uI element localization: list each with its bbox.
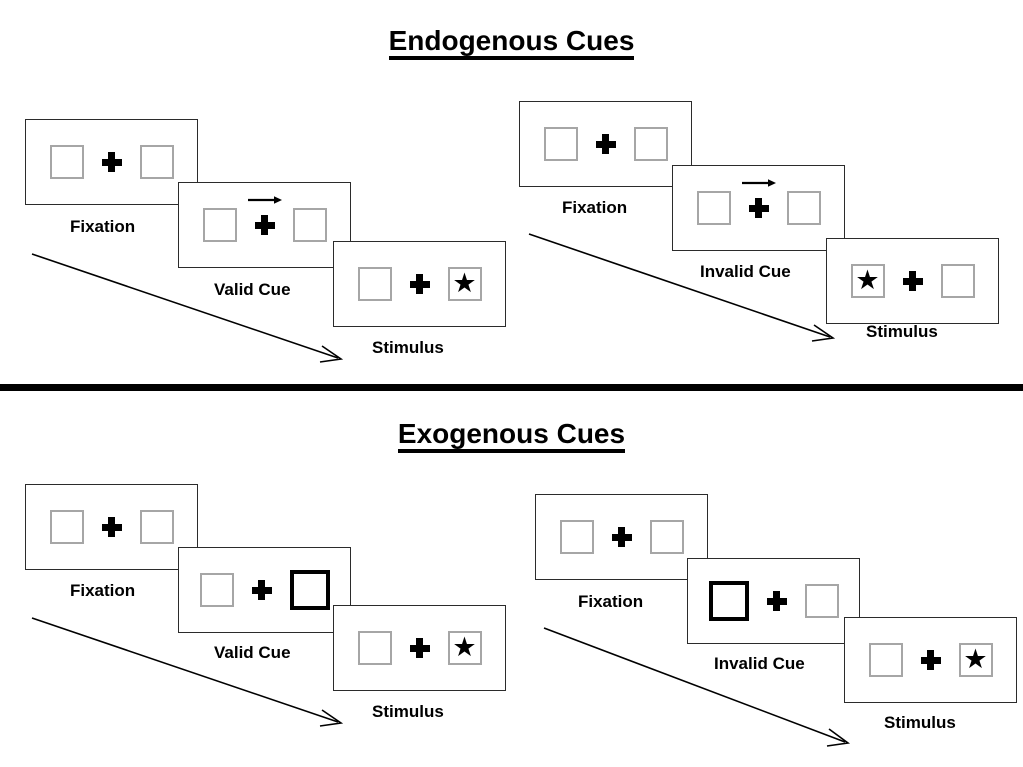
placeholder-box-right — [804, 584, 839, 618]
section-title-endogenous-text: Endogenous Cues — [388, 26, 635, 61]
display-exogenous-valid-fixation — [49, 510, 174, 544]
stage-label-endogenous-invalid-fixation: Fixation — [562, 198, 628, 217]
display-endogenous-valid-cue — [202, 196, 327, 242]
frame-endogenous-valid-stimulus: ★ — [333, 241, 506, 327]
fixation-cross-icon — [409, 274, 430, 294]
section-title-exogenous: Exogenous Cues — [0, 418, 1023, 454]
target-box-right: ★ — [447, 631, 482, 665]
frame-exogenous-valid-fixation — [25, 484, 198, 570]
placeholder-box-left — [868, 643, 903, 677]
display-exogenous-valid-stimulus: ★ — [357, 631, 482, 665]
display-endogenous-invalid-cue — [696, 179, 821, 225]
stage-label-endogenous-valid-fixation: Fixation — [70, 217, 136, 236]
display-exogenous-invalid-cue — [708, 581, 839, 621]
stage-label-exogenous-invalid-fixation: Fixation — [578, 592, 644, 611]
stage-label-exogenous-invalid-stimulus: Stimulus — [884, 713, 956, 732]
fixation-cross-icon — [766, 591, 787, 611]
placeholder-box-left — [696, 191, 731, 225]
stage-label-exogenous-invalid-cue: Invalid Cue — [714, 654, 805, 673]
placeholder-box-left — [49, 510, 84, 544]
placeholder-box-right — [649, 520, 684, 554]
display-endogenous-invalid-stimulus: ★ — [850, 264, 975, 298]
placeholder-box-left — [199, 573, 234, 607]
placeholder-box-left — [357, 267, 392, 301]
target-box-left: ★ — [850, 264, 885, 298]
frame-endogenous-valid-cue — [178, 182, 351, 268]
stage-label-exogenous-valid-stimulus: Stimulus — [372, 702, 444, 721]
stage-label-endogenous-valid-cue: Valid Cue — [214, 280, 291, 299]
frame-endogenous-valid-fixation — [25, 119, 198, 205]
arrow-right-icon — [741, 178, 776, 188]
fixation-cross-icon — [611, 527, 632, 547]
target-box-right: ★ — [958, 643, 993, 677]
frame-exogenous-invalid-cue — [687, 558, 860, 644]
placeholder-box-right — [139, 510, 174, 544]
section-title-exogenous-text: Exogenous Cues — [397, 419, 626, 454]
frame-exogenous-invalid-stimulus: ★ — [844, 617, 1017, 703]
placeholder-box-right — [633, 127, 668, 161]
star-icon: ★ — [855, 264, 880, 295]
fixation-cross-icon — [902, 271, 923, 291]
display-endogenous-valid-fixation — [49, 145, 174, 179]
stage-label-endogenous-valid-stimulus: Stimulus — [372, 338, 444, 357]
section-title-endogenous: Endogenous Cues — [0, 25, 1023, 61]
arrow-right-icon — [247, 195, 282, 205]
placeholder-box-left — [543, 127, 578, 161]
placeholder-box-right — [940, 264, 975, 298]
frame-endogenous-invalid-fixation — [519, 101, 692, 187]
cue-highlight-box-right — [289, 570, 330, 610]
placeholder-box-right — [292, 208, 327, 242]
stage-label-endogenous-invalid-cue: Invalid Cue — [700, 262, 791, 281]
fixation-cross-icon — [595, 134, 616, 154]
fixation-cross-icon — [101, 152, 122, 172]
placeholder-box-right — [786, 191, 821, 225]
stage-label-endogenous-invalid-stimulus: Stimulus — [866, 322, 938, 341]
display-endogenous-valid-stimulus: ★ — [357, 267, 482, 301]
frame-endogenous-invalid-stimulus: ★ — [826, 238, 999, 324]
stage-label-exogenous-valid-cue: Valid Cue — [214, 643, 291, 662]
fixation-cross-icon — [247, 196, 282, 235]
frame-exogenous-valid-stimulus: ★ — [333, 605, 506, 691]
placeholder-box-left — [357, 631, 392, 665]
display-exogenous-invalid-stimulus: ★ — [868, 643, 993, 677]
fixation-cross-icon — [251, 580, 272, 600]
time-flow-arrow-endogenous-valid — [28, 250, 353, 370]
star-icon: ★ — [452, 631, 477, 662]
cue-highlight-box-left — [708, 581, 749, 621]
frame-exogenous-valid-cue — [178, 547, 351, 633]
fixation-cross-icon — [101, 517, 122, 537]
star-icon: ★ — [452, 267, 477, 298]
section-divider — [0, 384, 1023, 391]
display-exogenous-invalid-fixation — [559, 520, 684, 554]
fixation-cross-icon — [741, 179, 776, 218]
placeholder-box-right — [139, 145, 174, 179]
frame-endogenous-invalid-cue — [672, 165, 845, 251]
frame-exogenous-invalid-fixation — [535, 494, 708, 580]
placeholder-box-left — [49, 145, 84, 179]
fixation-cross-icon — [920, 650, 941, 670]
placeholder-box-left — [559, 520, 594, 554]
placeholder-box-left — [202, 208, 237, 242]
display-exogenous-valid-cue — [199, 570, 330, 610]
display-endogenous-invalid-fixation — [543, 127, 668, 161]
star-icon: ★ — [963, 643, 988, 674]
target-box-right: ★ — [447, 267, 482, 301]
fixation-cross-icon — [409, 638, 430, 658]
stage-label-exogenous-valid-fixation: Fixation — [70, 581, 136, 600]
